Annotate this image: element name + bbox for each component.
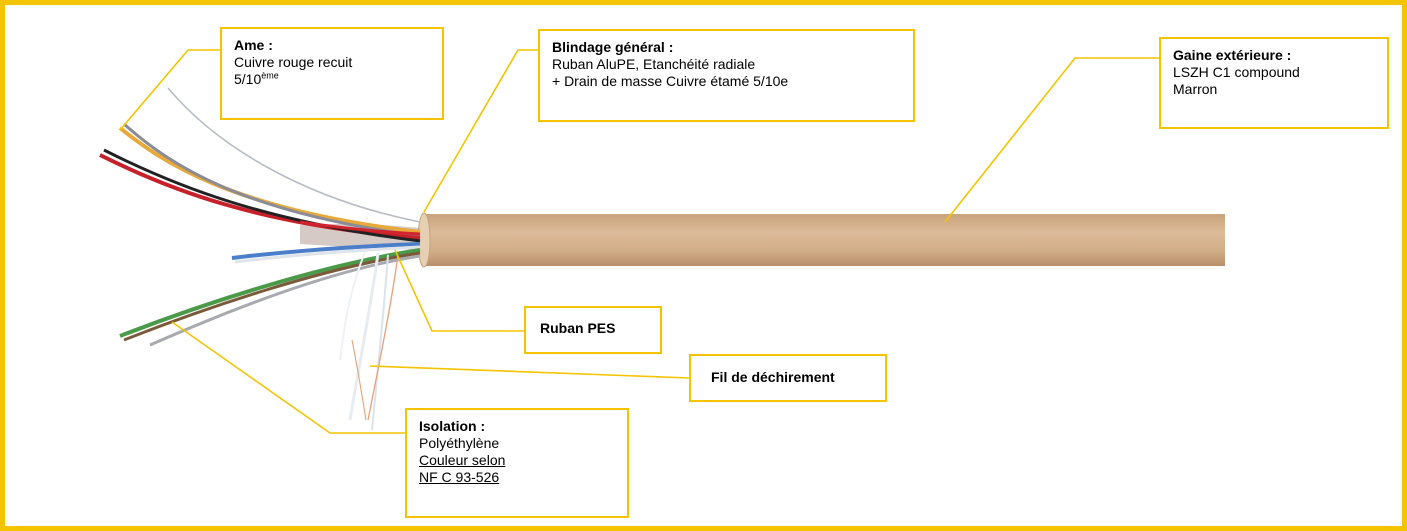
leader-isolation: [172, 322, 405, 433]
wire-grey-lower: [150, 256, 420, 345]
gaine-line2: Marron: [1173, 81, 1375, 98]
rip-cord-2: [352, 340, 366, 420]
blindage-line2: + Drain de masse Cuivre étamé 5/10e: [552, 73, 901, 90]
blindage-line1: Ruban AluPE, Etanchéité radiale: [552, 56, 901, 73]
ame-line2-sup: ème: [261, 70, 279, 80]
ame-line1: Cuivre rouge recuit: [234, 54, 430, 71]
label-fil-dechirement: Fil de déchirement: [689, 354, 887, 402]
ame-title: Ame :: [234, 37, 430, 54]
ame-line2: 5/10ème: [234, 71, 430, 88]
leader-fil: [370, 366, 689, 378]
ame-line2-base: 5/10: [234, 71, 261, 87]
label-ame: Ame : Cuivre rouge recuit 5/10ème: [220, 27, 444, 120]
isolation-line2: Couleur selon: [419, 452, 615, 469]
label-ruban-pes: Ruban PES: [524, 306, 662, 354]
rip-cord: [368, 255, 398, 420]
cable-sheath: [421, 214, 1225, 266]
gaine-title: Gaine extérieure :: [1173, 47, 1375, 64]
label-blindage: Blindage général : Ruban AluPE, Etanchéi…: [538, 29, 915, 122]
ruban-title: Ruban PES: [540, 320, 615, 336]
isolation-line3: NF C 93-526: [419, 469, 615, 486]
isolation-line1: Polyéthylène: [419, 435, 615, 452]
leader-gaine: [945, 58, 1159, 222]
fil-title: Fil de déchirement: [711, 369, 835, 385]
label-gaine: Gaine extérieure : LSZH C1 compound Marr…: [1159, 37, 1389, 129]
isolation-title: Isolation :: [419, 418, 615, 435]
label-isolation: Isolation : Polyéthylène Couleur selon N…: [405, 408, 629, 518]
pes-strand-1: [350, 253, 378, 420]
gaine-line1: LSZH C1 compound: [1173, 64, 1375, 81]
blindage-title: Blindage général :: [552, 39, 901, 56]
